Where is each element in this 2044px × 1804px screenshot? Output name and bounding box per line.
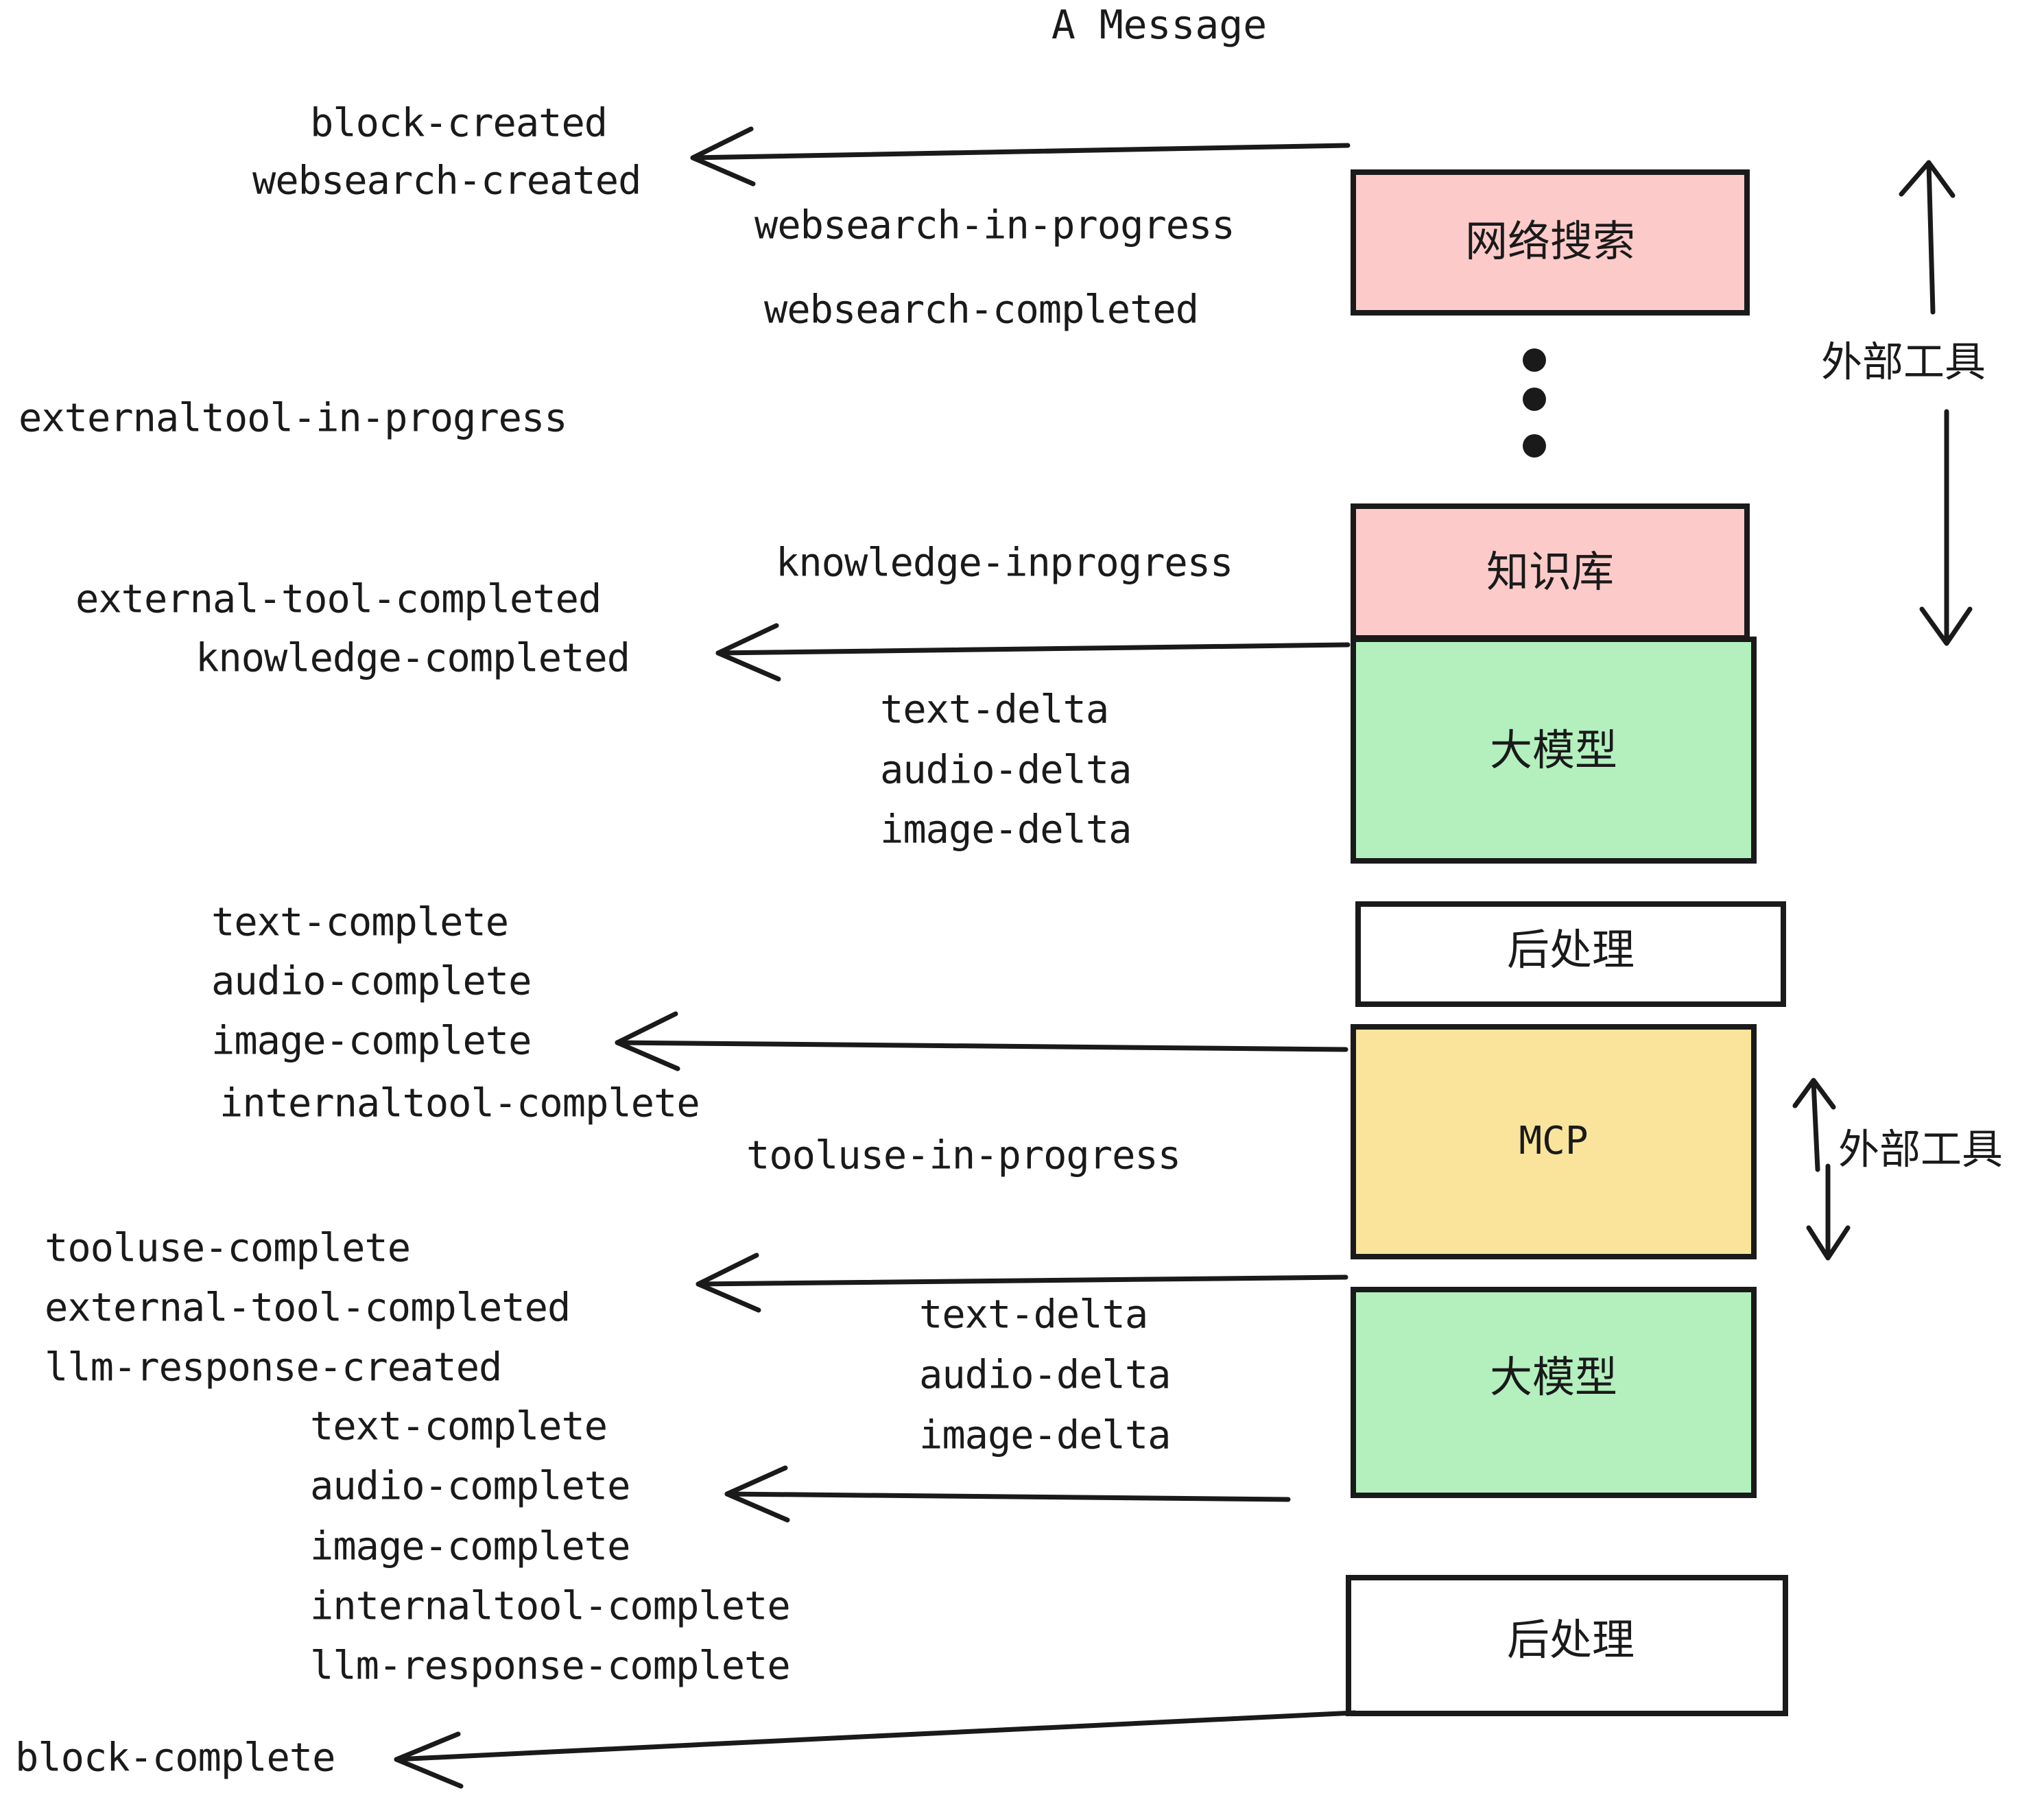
event-label-text-complete-1: text-complete <box>211 900 508 945</box>
side-annotation-external-tool-top: 外部工具 <box>1821 160 1986 646</box>
event-label-knowledge-inprogress: knowledge-inprogress <box>776 541 1233 586</box>
external-tool-up-arrow-icon-2 <box>1792 1078 1836 1172</box>
event-label-internaltool-complete-2: internaltool-complete <box>310 1584 790 1629</box>
component-boxes: 网络搜索 知识库 大模型 后处理 MCP 大模型 <box>1346 169 1788 1716</box>
side-annotation-external-tool-bottom: 外部工具 <box>1792 1078 2003 1261</box>
event-label-image-complete-2: image-complete <box>310 1524 630 1569</box>
box-knowledge[interactable]: 知识库 <box>1351 503 1750 641</box>
event-label-tooluse-complete: tooluse-complete <box>45 1226 410 1271</box>
event-label-block-created: block-created <box>310 101 607 146</box>
box-websearch[interactable]: 网络搜索 <box>1351 169 1750 316</box>
event-labels: block-created websearch-created websearc… <box>15 101 1235 1781</box>
arrow-knowledge-completed <box>715 623 1351 682</box>
event-label-websearch-completed: websearch-completed <box>764 287 1198 333</box>
arrow-block-created <box>690 126 1351 187</box>
arrow-tooluse-complete <box>696 1253 1348 1313</box>
event-label-internaltool-complete-1: internaltool-complete <box>219 1081 700 1126</box>
event-label-audio-delta-1: audio-delta <box>880 748 1132 793</box>
box-llm-bottom-rect <box>1351 1287 1757 1498</box>
page-title: A Message <box>1051 1 1267 48</box>
box-postprocess-bottom-rect <box>1346 1575 1788 1716</box>
event-label-audio-delta-2: audio-delta <box>919 1353 1171 1398</box>
event-label-audio-complete-1: audio-complete <box>211 959 531 1004</box>
external-tool-down-arrow-icon <box>1919 409 1973 646</box>
box-mcp[interactable]: MCP <box>1351 1024 1757 1259</box>
event-label-image-delta-2: image-delta <box>919 1413 1171 1458</box>
box-knowledge-label: 知识库 <box>1486 547 1614 597</box>
box-postprocess-top-rect <box>1355 901 1786 1007</box>
arrow-image-complete <box>615 1011 1348 1071</box>
box-postprocess-top[interactable]: 后处理 <box>1355 901 1786 1007</box>
external-tool-down-arrow-icon-2 <box>1806 1163 1851 1261</box>
box-llm-top[interactable]: 大模型 <box>1351 637 1757 864</box>
event-label-websearch-in-progress: websearch-in-progress <box>754 203 1235 248</box>
box-llm-top-label: 大模型 <box>1490 725 1617 775</box>
event-label-audio-complete-2: audio-complete <box>310 1464 630 1509</box>
box-postprocess-top-label: 后处理 <box>1507 925 1635 975</box>
event-label-externaltool-in-progress: externaltool-in-progress <box>19 396 567 441</box>
box-knowledge-rect <box>1351 503 1750 641</box>
event-label-external-tool-completed-2: external-tool-completed <box>45 1285 570 1331</box>
box-llm-bottom-label: 大模型 <box>1490 1352 1617 1402</box>
event-label-tooluse-in-progress: tooluse-in-progress <box>746 1133 1180 1178</box>
flow-arrows <box>394 126 1357 1789</box>
event-label-block-complete: block-complete <box>15 1735 335 1781</box>
box-llm-bottom[interactable]: 大模型 <box>1351 1287 1757 1498</box>
event-label-knowledge-completed: knowledge-completed <box>195 636 630 681</box>
box-llm-top-rect <box>1351 637 1757 864</box>
box-mcp-label: MCP <box>1519 1119 1588 1163</box>
side-label-external-tool-bottom: 外部工具 <box>1838 1126 2003 1174</box>
event-label-image-delta-1: image-delta <box>880 807 1132 853</box>
arrow-block-complete <box>394 1710 1357 1789</box>
box-websearch-label: 网络搜索 <box>1465 216 1635 266</box>
box-websearch-rect <box>1351 169 1750 316</box>
event-label-text-delta-1: text-delta <box>880 687 1108 733</box>
external-tool-up-arrow-icon <box>1899 160 1956 315</box>
ellipsis-dot-1 <box>1523 348 1546 372</box>
ellipsis-dot-3 <box>1523 434 1546 458</box>
event-label-image-complete-1: image-complete <box>211 1019 531 1064</box>
box-mcp-rect <box>1351 1024 1757 1259</box>
box-postprocess-bottom-label: 后处理 <box>1507 1615 1635 1665</box>
ellipsis-dots <box>1523 348 1546 458</box>
ellipsis-dot-2 <box>1523 388 1546 411</box>
event-label-websearch-created: websearch-created <box>252 158 641 204</box>
event-label-llm-response-complete: llm-response-complete <box>310 1643 790 1689</box>
box-postprocess-bottom[interactable]: 后处理 <box>1346 1575 1788 1716</box>
event-label-text-delta-2: text-delta <box>919 1292 1148 1338</box>
arrow-audio-complete <box>724 1465 1291 1523</box>
event-label-llm-response-created: llm-response-created <box>45 1345 501 1390</box>
side-label-external-tool-top: 外部工具 <box>1821 339 1986 387</box>
event-label-external-tool-completed-1: external-tool-completed <box>75 577 601 622</box>
event-label-text-complete-2: text-complete <box>310 1404 607 1449</box>
